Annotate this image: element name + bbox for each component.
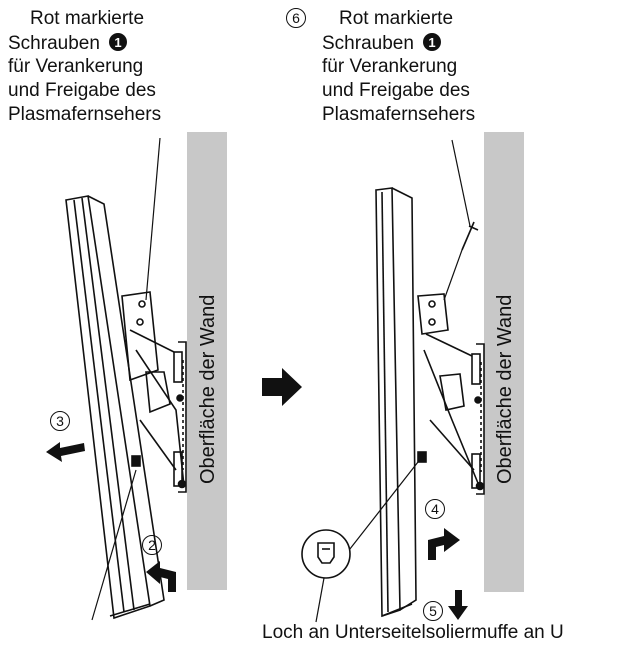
step-2-number: 2 xyxy=(148,537,156,553)
right-arrow-5-icon xyxy=(448,590,468,620)
right-screw-marker-icon: 1 xyxy=(423,33,442,51)
left-label-line-2: Schrauben 1 xyxy=(8,32,128,55)
right-screw-leader-lower xyxy=(443,249,463,301)
right-plasma-tv xyxy=(375,187,427,618)
right-step-4: 4 xyxy=(424,498,446,525)
magnified-hole xyxy=(301,529,351,579)
right-panel xyxy=(301,132,524,623)
right-label-line-2: Schrauben 1 xyxy=(322,32,442,55)
left-wall-label: Oberfläche der Wand xyxy=(197,294,219,484)
left-screw-leader xyxy=(145,137,161,301)
right-label-line-1: Rot markierte xyxy=(339,8,454,29)
step-4-circle-icon: 4 xyxy=(425,499,445,519)
left-label-line-3: für Verankerung xyxy=(8,56,144,77)
step-2-circle-icon: 2 xyxy=(142,535,162,555)
right-arrow-4-icon xyxy=(428,528,460,560)
right-wall-label: Oberfläche der Wand xyxy=(494,294,516,484)
right-label-line-3: für Verankerung xyxy=(322,56,458,77)
left-label-screws: Schrauben xyxy=(8,33,100,54)
right-step-6: 6 xyxy=(285,7,307,34)
magnified-hole-leader xyxy=(315,577,325,623)
left-screw-marker-icon: 1 xyxy=(109,33,128,51)
step-6-circle-icon: 6 xyxy=(286,8,306,28)
right-tilt-arms xyxy=(417,293,481,489)
left-step-3: 3 xyxy=(49,410,71,437)
step-4-number: 4 xyxy=(431,501,439,517)
right-wall xyxy=(484,132,524,592)
center-arrow-icon xyxy=(262,368,302,406)
right-screw-leader xyxy=(451,139,471,227)
left-hole-leader xyxy=(91,469,137,621)
right-step-5: 5 xyxy=(422,600,444,627)
right-label-line-5: Plasmafernsehers xyxy=(322,104,476,125)
left-label-line-4: und Freigabe des xyxy=(8,80,156,101)
step-5-circle-icon: 5 xyxy=(423,601,443,621)
step-3-circle-icon: 3 xyxy=(50,411,70,431)
left-arrow-2-icon xyxy=(146,561,176,592)
left-step-2: 2 xyxy=(141,534,163,561)
right-label-line-4: und Freigabe des xyxy=(322,80,470,101)
right-label-screws: Schrauben xyxy=(322,33,414,54)
left-label-line-5: Plasmafernsehers xyxy=(8,104,162,125)
left-arrow-3 xyxy=(46,442,85,462)
left-screw-marker-number: 1 xyxy=(115,35,122,50)
left-label-line-1: Rot markierte xyxy=(30,8,145,29)
step-3-number: 3 xyxy=(56,413,64,429)
left-plasma-tv xyxy=(65,195,165,620)
step-5-number: 5 xyxy=(429,603,437,619)
right-hole-leader xyxy=(345,461,419,555)
right-screw-marker-number: 1 xyxy=(429,35,436,50)
left-tilt-arms xyxy=(121,291,185,487)
left-panel xyxy=(46,132,227,621)
bottom-caption: Loch an Unterseitelsoliermuffe an U xyxy=(262,622,564,643)
left-wall xyxy=(187,132,227,590)
step-6-number: 6 xyxy=(292,10,300,26)
right-wall-bracket xyxy=(471,343,485,495)
right-removed-screw xyxy=(461,221,479,251)
